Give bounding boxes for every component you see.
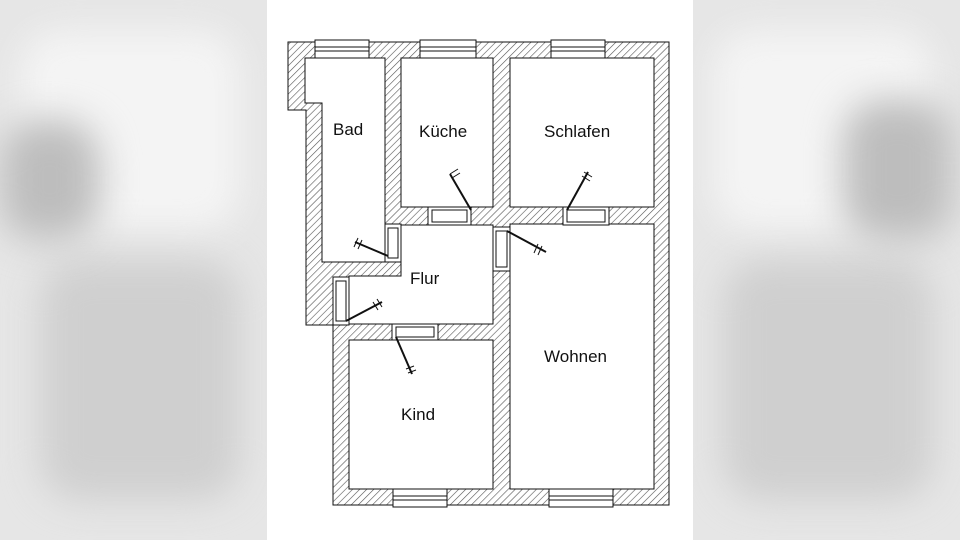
window-kueche	[419, 39, 477, 59]
door-bad	[353, 223, 402, 263]
door-schlafen	[562, 171, 610, 226]
room-label-kind: Kind	[401, 405, 435, 424]
door-kind	[391, 323, 439, 375]
window-kind	[392, 488, 448, 508]
room-label-kueche: Küche	[419, 122, 467, 141]
blurred-background-left	[0, 0, 267, 540]
door-wohnen	[492, 226, 547, 272]
window-bad	[314, 39, 370, 59]
walls	[287, 41, 670, 506]
window-wohnen	[548, 488, 614, 508]
door-kueche	[427, 168, 472, 226]
door-entrance	[332, 276, 383, 326]
blurred-background-right	[693, 0, 960, 540]
window-schlafen	[550, 39, 606, 59]
room-label-flur: Flur	[410, 269, 440, 288]
room-label-wohnen: Wohnen	[544, 347, 607, 366]
room-label-schlafen: Schlafen	[544, 122, 610, 141]
room-label-bad: Bad	[333, 120, 363, 139]
